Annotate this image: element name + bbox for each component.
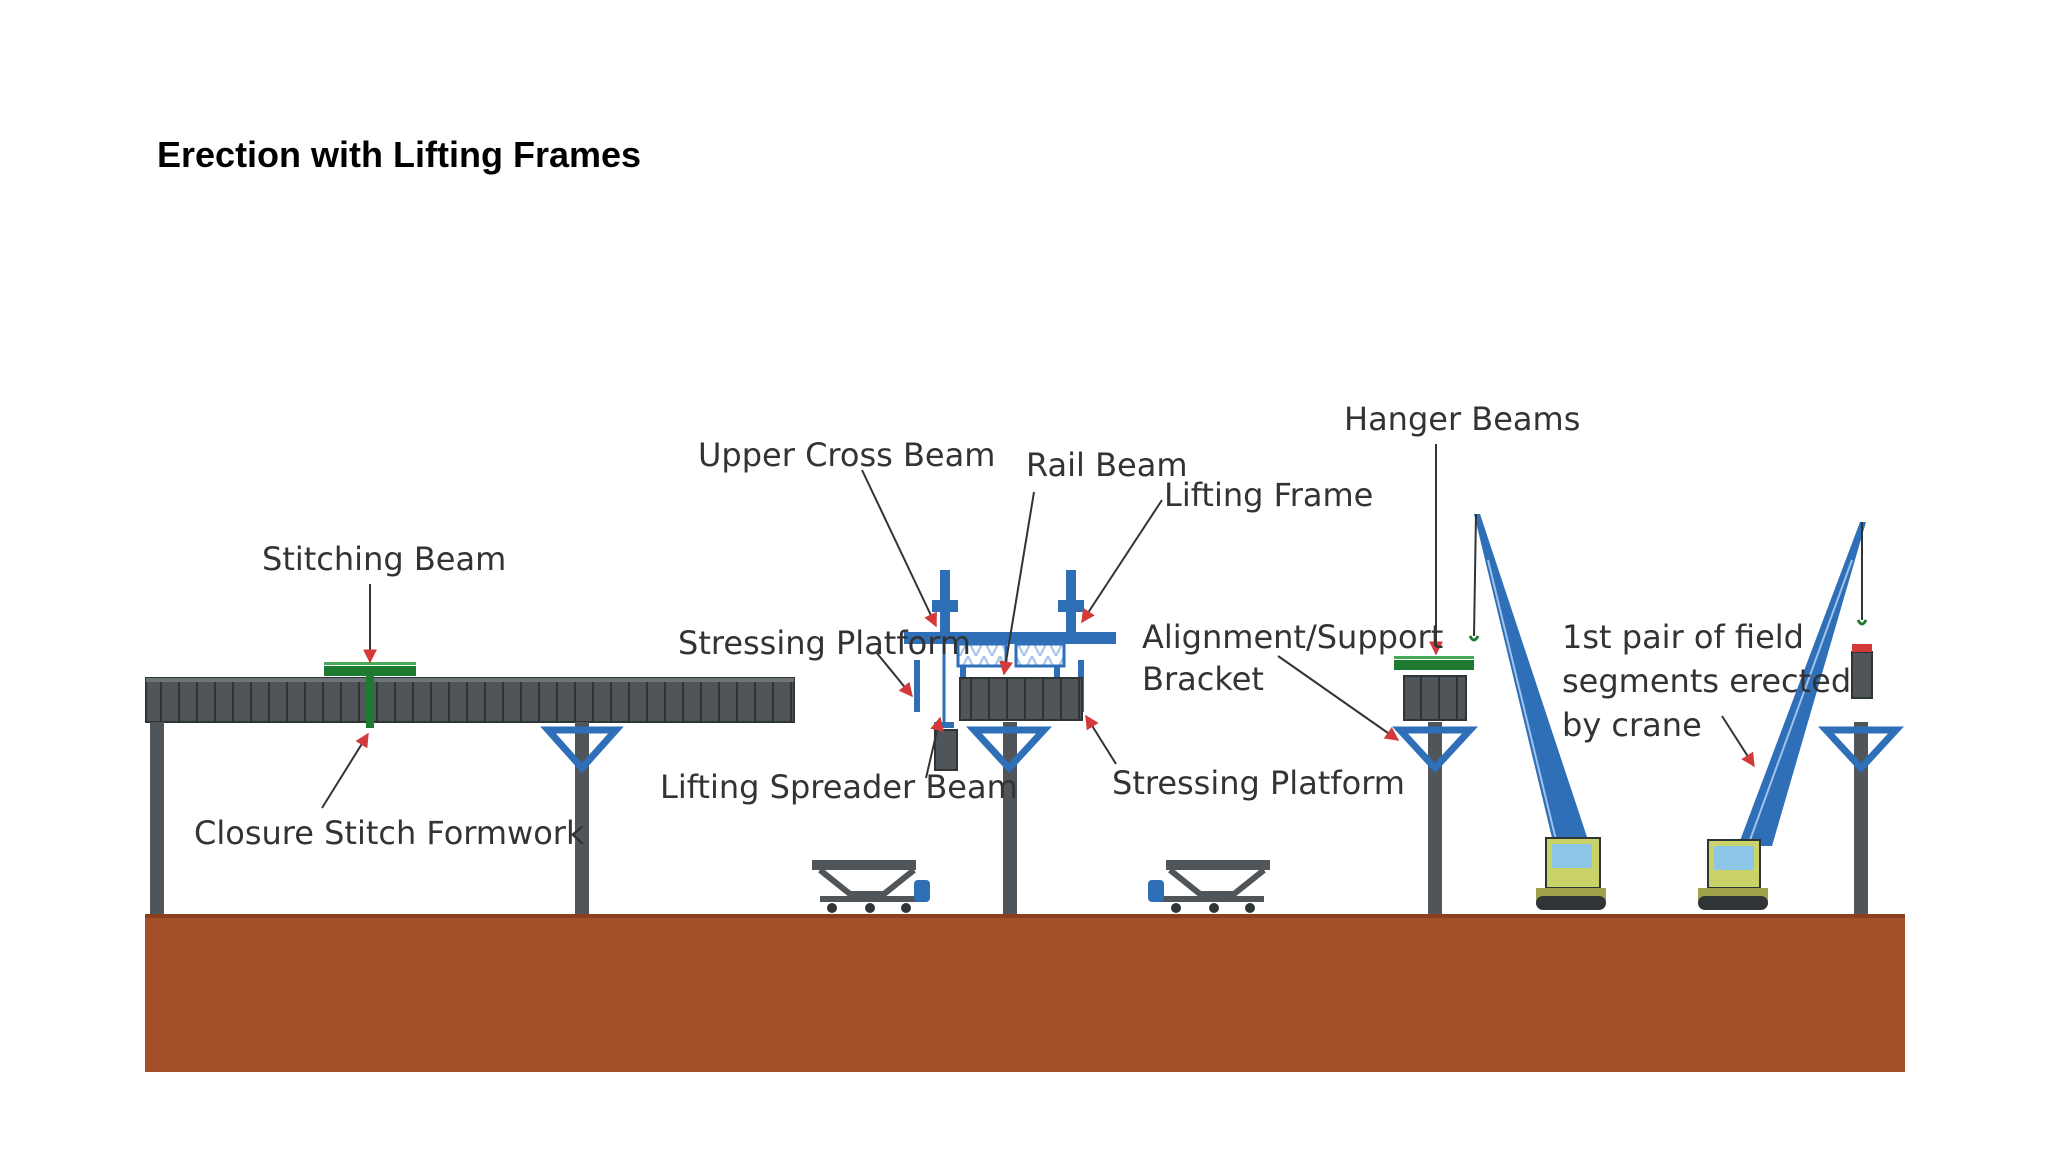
label-alignment-bracket-line1: Alignment/Support xyxy=(1142,618,1443,656)
lifting-frame-system xyxy=(904,570,1116,712)
label-crane-note-line2: segments erected xyxy=(1562,662,1851,700)
slide-title: Erection with Lifting Frames xyxy=(157,134,642,175)
crawler-crane-2 xyxy=(1698,522,1873,910)
label-stressing-platform-left: Stressing Platform xyxy=(678,624,971,662)
pier-1 xyxy=(150,722,164,914)
crawler-crane-1 xyxy=(1468,513,1606,910)
label-stressing-platform-right: Stressing Platform xyxy=(1112,764,1405,802)
leader-lines xyxy=(321,444,1755,809)
completed-deck xyxy=(145,677,795,723)
segment-transporter-2 xyxy=(1148,860,1270,913)
stitching-beam xyxy=(324,662,416,728)
pier-segment xyxy=(959,677,1083,721)
ground xyxy=(145,914,1905,1072)
label-alignment-bracket-line2: Bracket xyxy=(1142,660,1264,698)
label-lifting-frame: Lifting Frame xyxy=(1164,476,1373,514)
pier-2 xyxy=(540,722,624,914)
pier-3 xyxy=(966,722,1052,914)
pier-5 xyxy=(1818,722,1904,914)
label-rail-beam: Rail Beam xyxy=(1026,446,1188,484)
label-crane-note-line3: by crane xyxy=(1562,706,1702,744)
pier-head-segment xyxy=(1403,675,1467,721)
label-closure-stitch-formwork: Closure Stitch Formwork xyxy=(194,814,585,852)
pier-4 xyxy=(1392,722,1478,914)
label-hanger-beams: Hanger Beams xyxy=(1344,400,1580,438)
segment-transporter-1 xyxy=(812,860,930,913)
label-crane-note-line1: 1st pair of field xyxy=(1562,618,1804,656)
label-upper-cross-beam: Upper Cross Beam xyxy=(698,436,995,474)
label-stitching-beam: Stitching Beam xyxy=(262,540,506,578)
hanger-beams xyxy=(1394,656,1474,670)
lifting-spreader-beam xyxy=(934,644,958,771)
label-lifting-spreader-beam: Lifting Spreader Beam xyxy=(660,768,1018,806)
